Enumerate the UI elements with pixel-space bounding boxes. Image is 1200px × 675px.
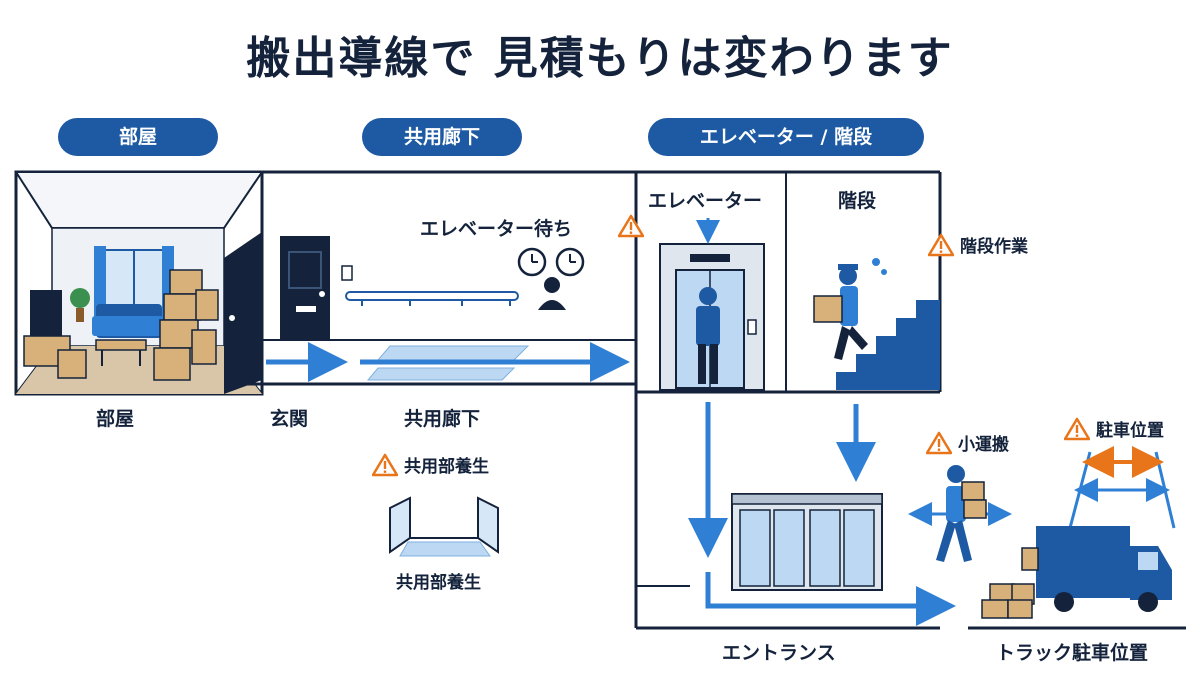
entrance-illustration [731,493,883,591]
warning-short-carry-text: 小運搬 [958,435,1009,455]
warning-stairs-work: 階段作業 [928,232,1028,257]
warning-stairs-work-text: 階段作業 [960,237,1028,257]
warning-icon [1064,417,1090,440]
label-corridor: 共用廊下 [404,408,481,430]
warning-parking: 駐車位置 [1064,416,1164,441]
page-title: 搬出導線で 見積もりは変わります [246,33,954,84]
label-entrance-hall: 玄関 [270,408,309,430]
warning-protection-text: 共用部養生 [404,457,489,477]
warning-short-carry: 小運搬 [926,430,1009,455]
label-entrance: エントランス [722,642,836,664]
protection-illustration [389,496,499,557]
elevator-illustration [659,218,765,391]
truck-illustration [968,526,1186,630]
label-truck-parking: トラック駐車位置 [996,642,1149,664]
warning-protection: 共用部養生 [372,452,489,477]
label-elevator-wait: エレベーター待ち [420,218,573,240]
warning-icon [928,233,954,256]
short-carry-worker [908,465,1012,562]
label-protection-caption: 共用部養生 [396,573,481,593]
warning-icon [618,214,644,238]
stairs-illustration [813,258,940,390]
label-room: 部屋 [96,408,135,430]
label-elevator: エレベーター [648,190,763,212]
parking-width-indicator [1068,446,1176,529]
warning-icon [372,453,398,476]
section-pill-corridor: 共用廊下 [362,118,522,156]
corridor-illustration [227,170,636,386]
section-pill-room: 部屋 [58,118,218,156]
warning-elevator [618,214,644,238]
label-stairs: 階段 [838,190,877,212]
warning-parking-text: 駐車位置 [1096,421,1164,441]
section-pill-elevator-stairs: エレベーター / 階段 [648,118,924,156]
warning-icon [926,431,952,454]
room-illustration [14,170,264,396]
